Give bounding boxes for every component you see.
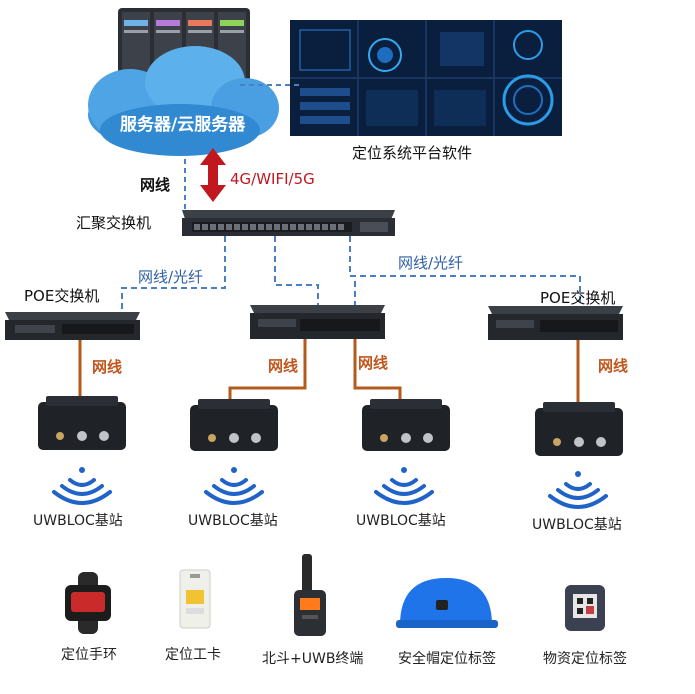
core-switch-label: 汇聚交换机 bbox=[76, 214, 152, 232]
uwb-station-2-icon bbox=[190, 399, 278, 451]
station-label-3: UWBLOC基站 bbox=[356, 513, 446, 529]
cable-label-1: 网线 bbox=[92, 358, 123, 376]
cable-label-4: 网线 bbox=[598, 357, 629, 375]
badge-card-icon bbox=[179, 569, 211, 629]
network-cable-label: 网线 bbox=[140, 176, 171, 194]
cable-label-3: 网线 bbox=[358, 354, 389, 372]
cable-label-2: 网线 bbox=[268, 357, 299, 375]
uwb-station-4-icon bbox=[535, 402, 623, 456]
device-label-beidou-terminal: 北斗+UWB终端 bbox=[262, 651, 364, 667]
uwb-station-1-icon bbox=[38, 396, 126, 450]
platform-screen-wall bbox=[290, 20, 562, 136]
bidirectional-arrow-icon bbox=[200, 148, 226, 202]
wireless-link-label: 4G/WIFI/5G bbox=[230, 170, 315, 188]
poe-switch-label-1: POE交换机 bbox=[24, 287, 100, 305]
device-label-helmet-tag: 安全帽定位标签 bbox=[398, 651, 496, 667]
platform-label: 定位系统平台软件 bbox=[352, 144, 473, 162]
cloud-label: 服务器/云服务器 bbox=[120, 115, 246, 135]
poe-switch-middle-icon bbox=[250, 305, 385, 339]
poe-switch-left-icon bbox=[5, 312, 140, 340]
station-label-1: UWBLOC基站 bbox=[33, 513, 123, 529]
uplink-label-2: 网线/光纤 bbox=[398, 254, 464, 272]
device-label-badge-card: 定位工卡 bbox=[165, 647, 221, 663]
station-label-4: UWBLOC基站 bbox=[532, 517, 622, 533]
wireless-signal-icon-3 bbox=[374, 467, 434, 505]
wireless-signal-icon-4 bbox=[548, 471, 608, 509]
station-label-2: UWBLOC基站 bbox=[188, 513, 278, 529]
device-label-wristband: 定位手环 bbox=[61, 647, 117, 663]
poe-switch-right-icon bbox=[488, 306, 623, 340]
helmet-tag-icon bbox=[396, 578, 498, 628]
device-label-asset-tag: 物资定位标签 bbox=[543, 651, 627, 667]
wireless-signal-icon-2 bbox=[204, 467, 264, 505]
wristband-icon bbox=[65, 572, 111, 634]
core-switch-icon bbox=[182, 210, 395, 236]
beidou-terminal-icon bbox=[294, 554, 326, 636]
uwb-station-3-icon bbox=[362, 399, 450, 451]
uplink-label-1: 网线/光纤 bbox=[138, 268, 204, 286]
asset-tag-icon bbox=[565, 585, 605, 631]
cloud-icon bbox=[88, 46, 279, 156]
poe-switch-label-2: POE交换机 bbox=[540, 289, 616, 307]
wireless-signal-icon-1 bbox=[52, 467, 112, 505]
